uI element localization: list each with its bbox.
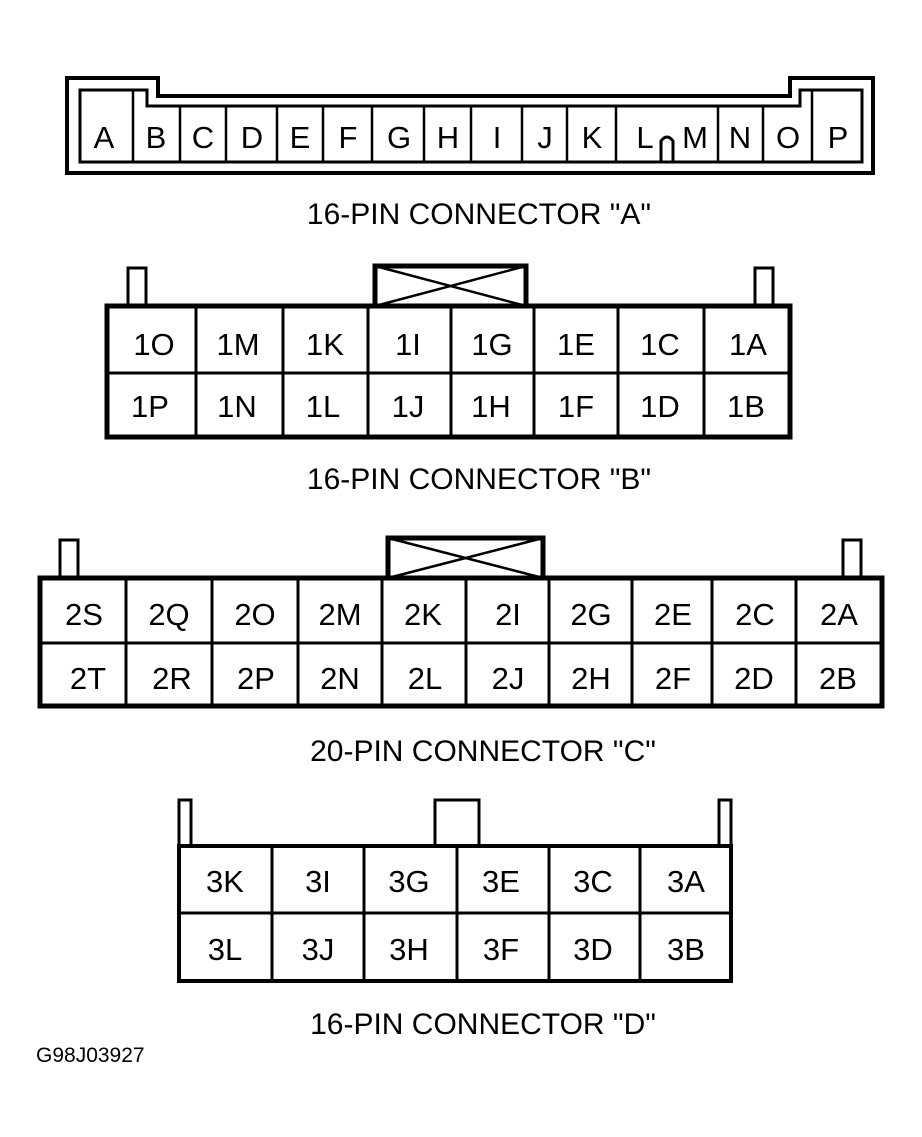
pin-a-P: P — [828, 120, 849, 155]
connector-d: 3K 3I 3G 3E 3C 3A 3L 3J 3H 3F 3D 3B 16-P… — [177, 798, 733, 1041]
pin-c-2N: 2N — [320, 661, 360, 696]
connector-d-pins: 3K 3I 3G 3E 3C 3A 3L 3J 3H 3F 3D 3B — [206, 864, 705, 967]
pin-c-2O: 2O — [234, 597, 275, 632]
pin-a-A: A — [94, 120, 115, 155]
pin-c-2A: 2A — [820, 597, 858, 632]
pin-a-L: L — [636, 120, 653, 155]
connector-a-latch — [659, 135, 675, 162]
pin-d-3F: 3F — [483, 932, 519, 967]
pin-d-3B: 3B — [667, 932, 705, 967]
pin-a-C: C — [192, 120, 214, 155]
pin-a-E: E — [290, 120, 311, 155]
pin-b-1C: 1C — [640, 327, 680, 362]
pin-d-3I: 3I — [305, 864, 331, 899]
pin-c-2H: 2H — [571, 661, 611, 696]
pin-a-D: D — [241, 120, 263, 155]
connector-d-grid — [179, 846, 731, 981]
connector-b-caption: 16-PIN CONNECTOR "B" — [307, 463, 651, 496]
pin-d-3A: 3A — [667, 864, 705, 899]
connector-b-grid — [107, 306, 790, 437]
connector-c-post-right — [841, 538, 863, 580]
connector-d-post-left — [177, 798, 193, 848]
connector-a-housing-outer — [65, 76, 875, 175]
connector-c-post-left — [58, 538, 80, 580]
pin-b-1A: 1A — [729, 327, 767, 362]
pin-b-1E: 1E — [557, 327, 595, 362]
connector-c-caption: 20-PIN CONNECTOR "C" — [310, 735, 656, 768]
connector-b-post-left — [126, 266, 148, 308]
pin-b-1K: 1K — [306, 327, 344, 362]
pin-a-B: B — [146, 120, 167, 155]
pin-d-3H: 3H — [389, 932, 429, 967]
connector-d-caption: 16-PIN CONNECTOR "D" — [310, 1008, 656, 1041]
connector-d-post-right — [717, 798, 733, 848]
pin-c-2R: 2R — [152, 661, 192, 696]
connector-b: 1O 1M 1K 1I 1G 1E 1C 1A 1P 1N 1L 1J 1H 1… — [104, 263, 793, 496]
pin-b-1O: 1O — [133, 327, 174, 362]
pin-d-3L: 3L — [208, 932, 242, 967]
pin-b-1F: 1F — [558, 389, 594, 424]
pin-c-2Q: 2Q — [148, 597, 189, 632]
pin-d-3C: 3C — [573, 864, 613, 899]
pin-c-2C: 2C — [735, 597, 775, 632]
pin-c-2J: 2J — [492, 661, 525, 696]
connector-a-dividers — [131, 90, 814, 162]
pin-b-1N: 1N — [217, 389, 257, 424]
connector-a-housing-inner — [78, 88, 864, 164]
pin-a-J: J — [537, 120, 553, 155]
pin-a-M: M — [682, 120, 708, 155]
pin-b-1D: 1D — [640, 389, 680, 424]
pin-b-1G: 1G — [471, 327, 512, 362]
pin-a-I: I — [493, 120, 502, 155]
pin-b-1B: 1B — [727, 389, 765, 424]
pin-c-2D: 2D — [734, 661, 774, 696]
pin-c-2L: 2L — [408, 661, 442, 696]
connector-a-caption: 16-PIN CONNECTOR "A" — [307, 198, 651, 231]
pin-a-O: O — [776, 120, 800, 155]
pin-a-K: K — [582, 120, 603, 155]
pin-b-1J: 1J — [392, 389, 425, 424]
pin-c-2K: 2K — [404, 597, 442, 632]
figure-code: G98J03927 — [36, 1044, 145, 1067]
pin-c-2T: 2T — [70, 661, 106, 696]
pin-a-H: H — [437, 120, 459, 155]
pin-c-2E: 2E — [654, 597, 692, 632]
pin-c-2P: 2P — [237, 661, 275, 696]
pin-c-2B: 2B — [819, 661, 857, 696]
pin-a-G: G — [387, 120, 411, 155]
connector-c-grid — [40, 578, 882, 706]
pin-b-1M: 1M — [216, 327, 259, 362]
pin-c-2M: 2M — [318, 597, 361, 632]
pin-d-3E: 3E — [482, 864, 520, 899]
pin-c-2S: 2S — [65, 597, 103, 632]
pin-d-3G: 3G — [388, 864, 429, 899]
connector-b-post-right — [753, 266, 775, 308]
pin-b-1I: 1I — [395, 327, 421, 362]
connector-a: A B C D E F G H I J K L M N O P 16-PIN C… — [65, 76, 875, 231]
pin-a-N: N — [729, 120, 751, 155]
connector-a-pins: A B C D E F G H I J K L M N O P — [94, 120, 849, 155]
pin-b-1P: 1P — [131, 389, 169, 424]
pin-d-3J: 3J — [302, 932, 335, 967]
connector-c: 2S 2Q 2O 2M 2K 2I 2G 2E 2C 2A 2T 2R 2P 2… — [37, 535, 885, 768]
pin-c-2G: 2G — [570, 597, 611, 632]
pin-c-2F: 2F — [655, 661, 691, 696]
pin-d-3K: 3K — [206, 864, 244, 899]
pin-a-F: F — [339, 120, 358, 155]
pin-c-2I: 2I — [495, 597, 521, 632]
pin-b-1L: 1L — [306, 389, 340, 424]
connector-d-key — [433, 798, 481, 848]
connector-c-pins: 2S 2Q 2O 2M 2K 2I 2G 2E 2C 2A 2T 2R 2P 2… — [65, 597, 858, 696]
pin-b-1H: 1H — [471, 389, 511, 424]
pin-d-3D: 3D — [573, 932, 613, 967]
connector-b-pins: 1O 1M 1K 1I 1G 1E 1C 1A 1P 1N 1L 1J 1H 1… — [131, 327, 767, 424]
